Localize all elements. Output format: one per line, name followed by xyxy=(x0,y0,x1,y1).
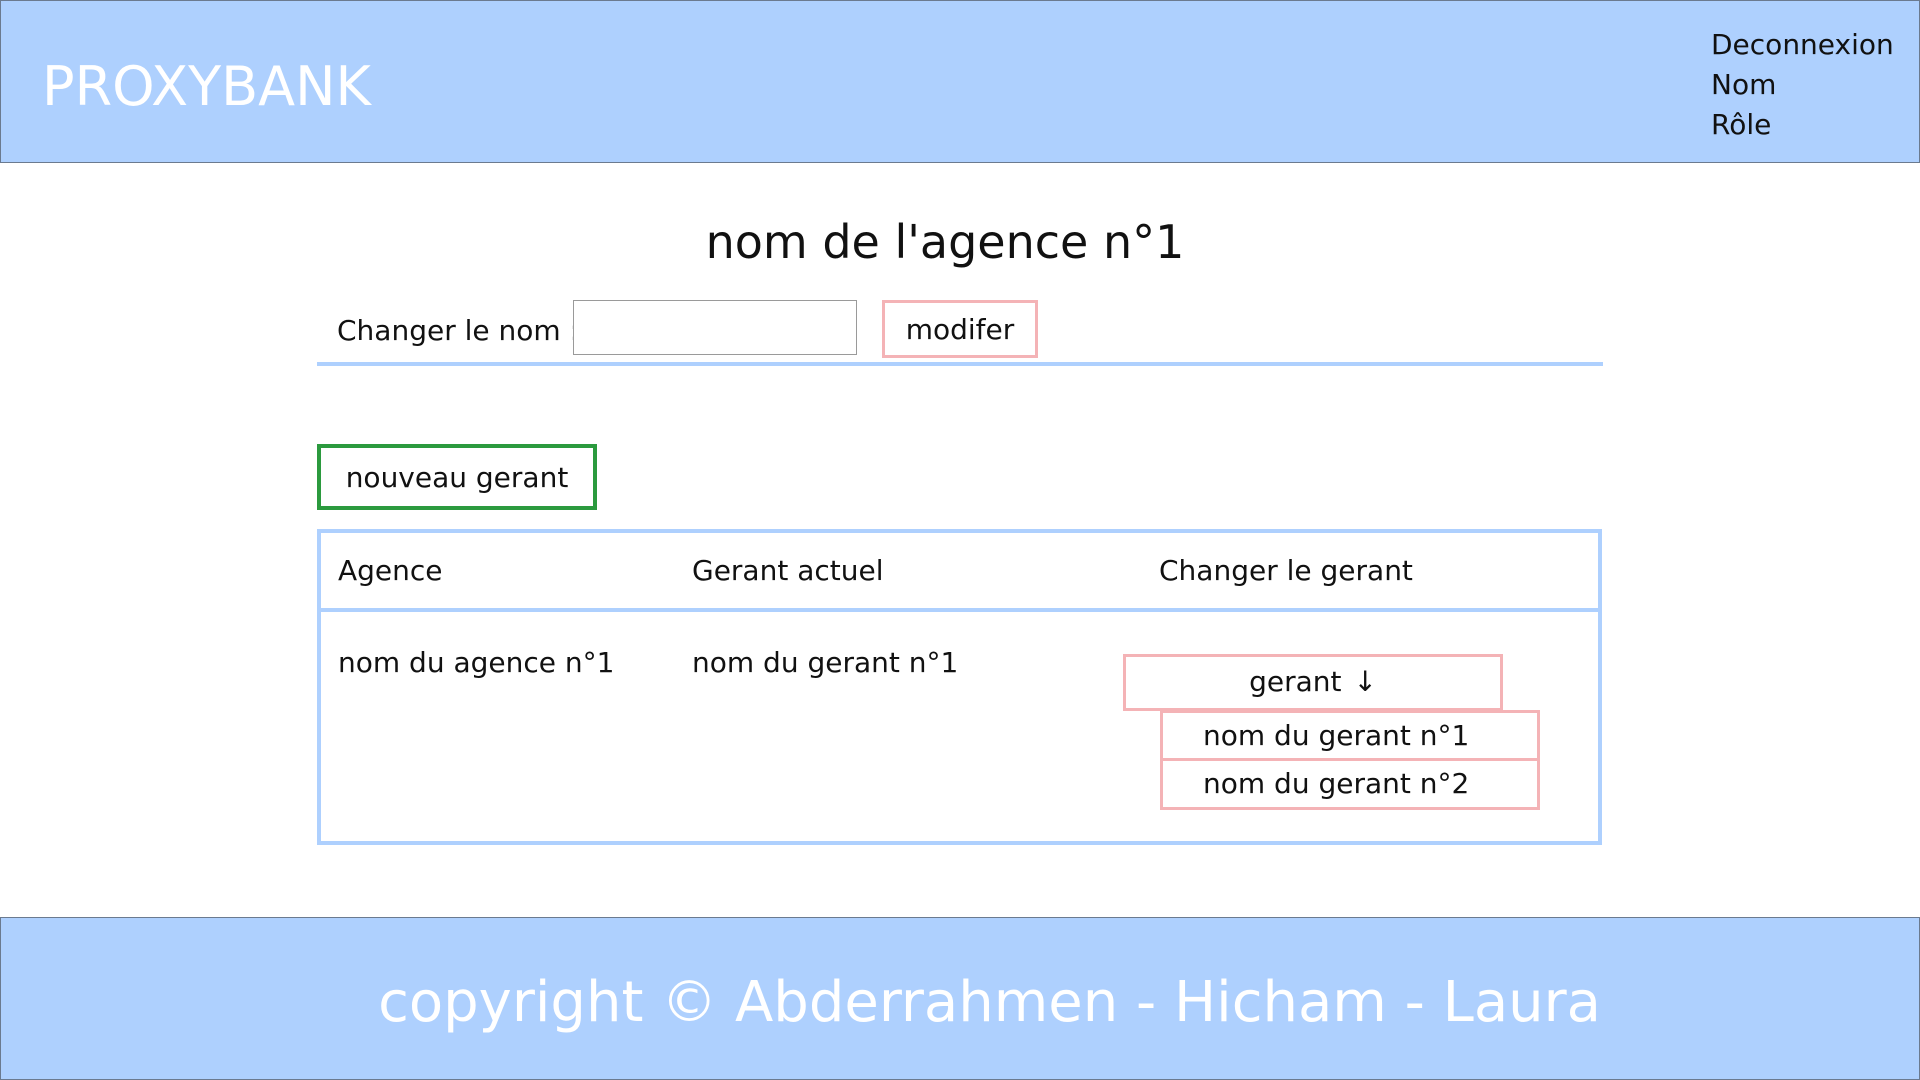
dropdown-option-manager-2[interactable]: nom du gerant n°2 xyxy=(1160,758,1540,810)
app-footer: copyright © Abderrahmen - Hicham - Laura xyxy=(0,917,1920,1080)
user-role: Rôle xyxy=(1711,108,1772,141)
modify-button[interactable]: modifer xyxy=(882,300,1038,358)
new-manager-button[interactable]: nouveau gerant xyxy=(317,444,597,510)
user-menu: Deconnexion Nom Rôle xyxy=(1711,25,1894,145)
column-header-change-manager: Changer le gerant xyxy=(1159,554,1413,587)
rename-label: Changer le nom : xyxy=(337,314,580,347)
copyright-text: copyright © Abderrahmen - Hicham - Laura xyxy=(378,970,1601,1035)
page-title: nom de l'agence n°1 xyxy=(705,215,1185,269)
table-header-divider xyxy=(321,608,1598,612)
agency-name-input[interactable] xyxy=(573,300,857,355)
column-header-current-manager: Gerant actuel xyxy=(692,554,884,587)
app-header: PROXYBANK Deconnexion Nom Rôle xyxy=(0,0,1920,163)
arrow-down-icon: ↓ xyxy=(1353,665,1377,698)
column-header-agency: Agence xyxy=(338,554,443,587)
user-name: Nom xyxy=(1711,68,1777,101)
logout-link[interactable]: Deconnexion xyxy=(1711,28,1894,61)
manager-select[interactable]: gerant ↓ xyxy=(1123,654,1503,711)
brand-logo: PROXYBANK xyxy=(42,55,371,118)
section-divider xyxy=(317,362,1603,366)
cell-agency-name: nom du agence n°1 xyxy=(338,646,615,679)
manager-select-label: gerant xyxy=(1249,665,1342,698)
cell-current-manager: nom du gerant n°1 xyxy=(692,646,959,679)
dropdown-option-manager-1[interactable]: nom du gerant n°1 xyxy=(1160,710,1540,762)
agency-table: Agence Gerant actuel Changer le gerant n… xyxy=(317,529,1602,845)
